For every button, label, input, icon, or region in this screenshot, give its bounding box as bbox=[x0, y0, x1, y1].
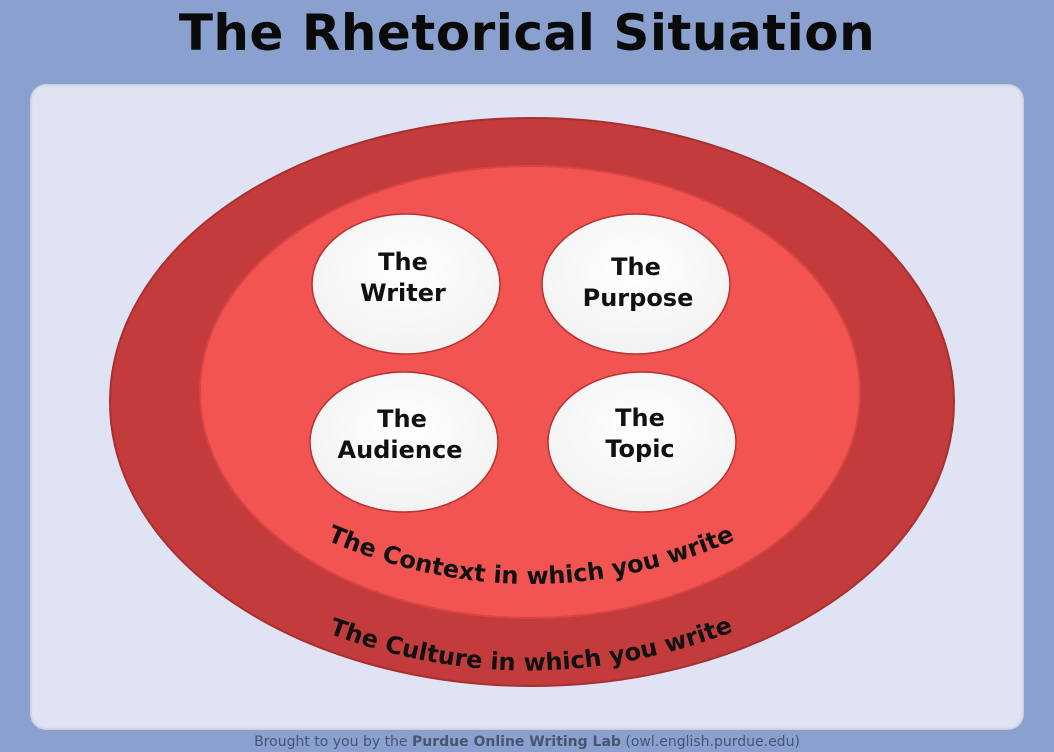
circle-purpose: The Purpose bbox=[541, 213, 731, 355]
circle-purpose-line2: Purpose bbox=[583, 284, 694, 312]
footer-credit: Brought to you by the Purdue Online Writ… bbox=[0, 734, 1054, 750]
circle-audience-line1: The bbox=[377, 405, 427, 433]
circle-audience: The Audience bbox=[309, 371, 499, 513]
page-title: The Rhetorical Situation bbox=[178, 4, 876, 62]
footer-org: Purdue Online Writing Lab bbox=[412, 734, 621, 750]
circle-writer: The Writer bbox=[311, 213, 501, 355]
circle-audience-line2: Audience bbox=[338, 436, 463, 464]
circle-topic: The Topic bbox=[547, 371, 737, 513]
circle-writer-line2: Writer bbox=[360, 279, 446, 307]
circle-writer-line1: The bbox=[378, 248, 428, 276]
circle-purpose-line1: The bbox=[611, 253, 661, 281]
footer-prefix: Brought to you by the bbox=[254, 734, 408, 750]
context-ellipse bbox=[199, 165, 861, 619]
footer-url: (owl.english.purdue.edu) bbox=[625, 734, 800, 750]
circle-topic-line1: The bbox=[615, 404, 665, 432]
circle-topic-line2: Topic bbox=[605, 435, 674, 463]
